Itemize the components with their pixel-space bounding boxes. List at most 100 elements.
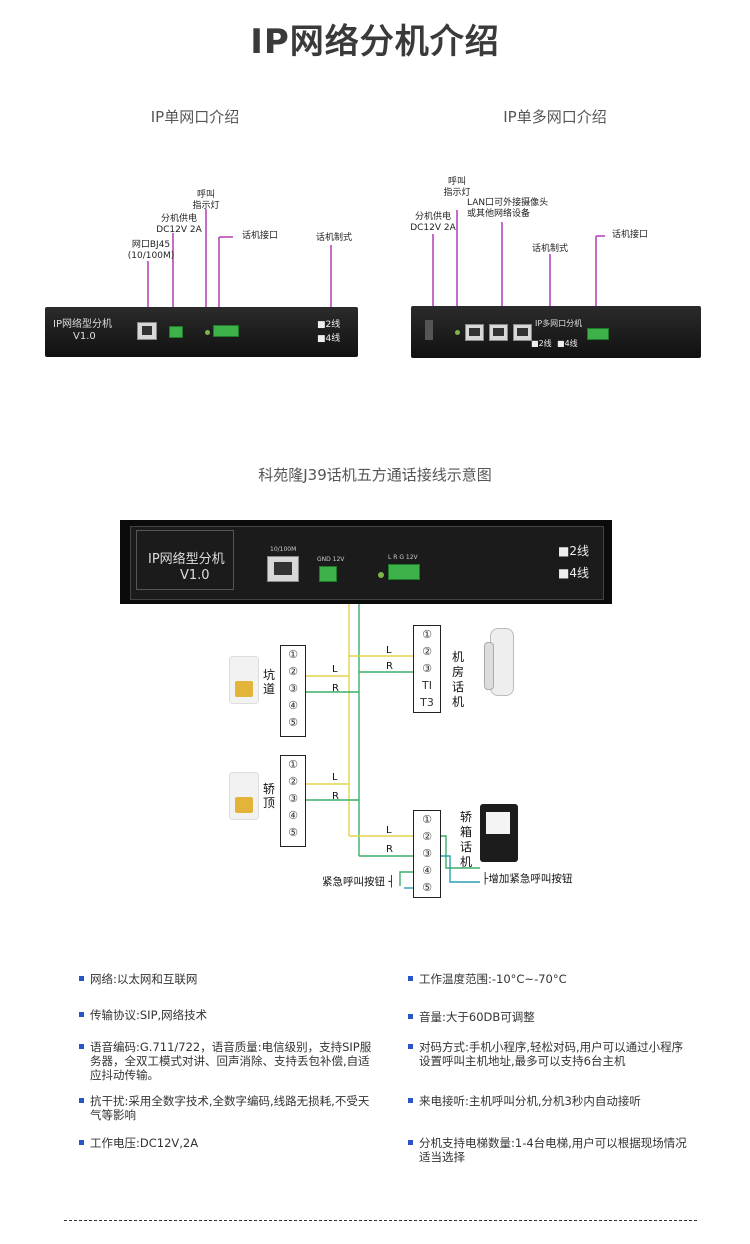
multi-phone-port-label: 话机接口 bbox=[611, 230, 648, 240]
multi-phone-mode-label: 话机制式 bbox=[531, 244, 568, 254]
lan-label: LAN口可外接摄像头 或其他网络设备 bbox=[467, 198, 549, 219]
feature-temperature: 工作温度范围:-10°C~-70°C bbox=[408, 972, 689, 986]
feature-anti-interference: 抗干扰:采用全数字技术,全数字编码,线路无损耗,不受天气等影响 bbox=[79, 1094, 380, 1122]
multi-phone-terminal bbox=[587, 328, 609, 340]
multi-power-socket bbox=[425, 320, 433, 340]
wiring-device-name: IP网络型分机 bbox=[148, 552, 225, 567]
single-port-figure: 网口BJ45 (10/100M) 分机供电 DC12V 2A 呼叫 指示灯 话机… bbox=[43, 185, 363, 365]
multi-mode-2-label: 2线 bbox=[538, 339, 552, 348]
call-led-label: 呼叫 指示灯 bbox=[192, 190, 220, 211]
multi-mode-4-label: 4线 bbox=[564, 339, 578, 348]
wiring-phone-terminal bbox=[388, 564, 420, 580]
car-label: 轿顶 bbox=[263, 782, 276, 810]
wiring-power-label: GND 12V bbox=[317, 556, 345, 563]
multi-mode-2-switch[interactable]: ■2线 bbox=[531, 339, 552, 348]
emergency-button-left: 紧急呼叫按钮 ┤ bbox=[322, 876, 395, 888]
wiring-line-label: L R G 12V bbox=[388, 554, 418, 561]
mode-4-label: 4线 bbox=[325, 334, 341, 344]
wiring-rj45-port bbox=[267, 556, 299, 582]
feature-network: 网络:以太网和互联网 bbox=[79, 972, 380, 986]
room-phone-icon bbox=[484, 628, 514, 710]
emergency-button-right-label: 增加紧急呼叫按钮 bbox=[488, 873, 573, 885]
room-terminal-block: ① ② ③ TI T3 bbox=[413, 625, 441, 713]
cabin-pin-3: ③ bbox=[422, 847, 432, 860]
car-terminal-block: ① ② ③ ④ ⑤ bbox=[280, 755, 306, 847]
car-l-label: L bbox=[332, 772, 338, 783]
cabin-phone-label: 轿箱话机 bbox=[460, 810, 473, 869]
mode-2-label: 2线 bbox=[325, 320, 341, 330]
lan-port-1 bbox=[465, 324, 484, 341]
wiring-mode-2-label: 2线 bbox=[569, 544, 589, 558]
feature-voltage: 工作电压:DC12V,2A bbox=[79, 1136, 380, 1150]
feature-pairing: 对码方式:手机小程序,轻松对码,用户可以通过小程序设置呼叫主机地址,最多可以支持… bbox=[408, 1040, 689, 1068]
phone-mode-label: 话机制式 bbox=[315, 233, 352, 243]
multi-call-led bbox=[455, 330, 460, 335]
rj45-label: 网口BJ45 (10/100M) bbox=[127, 240, 175, 261]
car-intercom-icon bbox=[229, 772, 259, 820]
multi-mode-4-switch[interactable]: ■4线 bbox=[557, 339, 578, 348]
cabin-pin-1: ① bbox=[422, 813, 432, 826]
car-r-label: R bbox=[332, 791, 339, 802]
pit-r-label: R bbox=[332, 683, 339, 694]
single-port-device: IP网络型分机 V1.0 ■2线 ■4线 bbox=[45, 307, 358, 357]
car-pin-1: ① bbox=[288, 758, 298, 771]
multi-device-name: IP多网口分机 bbox=[535, 319, 583, 328]
room-pin-3: ③ bbox=[422, 662, 432, 675]
wiring-subtitle: 科苑隆J39话机五方通话接线示意图 bbox=[258, 466, 492, 484]
emergency-button-right: ├增加紧急呼叫按钮 bbox=[482, 873, 573, 885]
room-pin-t3: T3 bbox=[420, 696, 434, 709]
multi-port-device: IP多网口分机 ■2线 ■4线 bbox=[411, 306, 701, 358]
pit-pin-3: ③ bbox=[288, 682, 298, 695]
wiring-mode-4-label: 4线 bbox=[569, 566, 589, 580]
feature-answer: 来电接听:主机呼叫分机,分机3秒内自动接听 bbox=[408, 1094, 689, 1108]
phone-port-label: 话机接口 bbox=[241, 231, 278, 241]
pit-intercom-icon bbox=[229, 656, 259, 704]
cabin-pin-4: ④ bbox=[422, 864, 432, 877]
wiring-mode-2-switch[interactable]: ■2线 bbox=[558, 544, 589, 558]
car-pin-4: ④ bbox=[288, 809, 298, 822]
room-pin-ti: TI bbox=[422, 679, 432, 692]
feature-volume: 音量:大于60DB可调整 bbox=[408, 1010, 689, 1024]
cabin-terminal-block: ① ② ③ ④ ⑤ bbox=[413, 810, 441, 898]
wiring-device: IP网络型分机 V1.0 10/100M GND 12V L R G 12V ■… bbox=[120, 520, 612, 604]
room-l-label: L bbox=[386, 645, 392, 656]
cabin-r-label: R bbox=[386, 844, 393, 855]
rj45-port bbox=[137, 322, 157, 340]
multi-power-label: 分机供电 DC12V 2A bbox=[410, 212, 456, 233]
pit-label: 坑道 bbox=[263, 668, 276, 696]
wiring-device-plate bbox=[136, 530, 234, 590]
multi-port-subtitle: IP单多网口介绍 bbox=[503, 108, 607, 126]
single-port-subtitle: IP单网口介绍 bbox=[150, 108, 240, 126]
pit-terminal-block: ① ② ③ ④ ⑤ bbox=[280, 645, 306, 737]
cabin-pin-5: ⑤ bbox=[422, 881, 432, 894]
device-name: IP网络型分机 bbox=[53, 319, 112, 330]
wiring-call-led bbox=[378, 572, 384, 578]
bottom-divider bbox=[64, 1220, 697, 1221]
room-pin-2: ② bbox=[422, 645, 432, 658]
cabin-pin-2: ② bbox=[422, 830, 432, 843]
emergency-button-left-label: 紧急呼叫按钮 bbox=[322, 876, 385, 888]
power-terminal bbox=[169, 326, 183, 338]
wiring-mode-4-switch[interactable]: ■4线 bbox=[558, 566, 589, 580]
mode-4-switch[interactable]: ■4线 bbox=[317, 334, 341, 344]
pit-pin-5: ⑤ bbox=[288, 716, 298, 729]
wiring-port-label: 10/100M bbox=[270, 546, 297, 553]
feature-voice-codec: 语音编码:G.711/722，语音质量:电信级别，支持SIP服务器，全双工模式对… bbox=[79, 1040, 380, 1082]
phone-terminal bbox=[213, 325, 239, 337]
lan-port-2 bbox=[489, 324, 508, 341]
cabin-phone-icon bbox=[480, 804, 518, 862]
car-pin-2: ② bbox=[288, 775, 298, 788]
page-title: IP网络分机介绍 bbox=[250, 22, 500, 62]
pit-l-label: L bbox=[332, 664, 338, 675]
pit-pin-1: ① bbox=[288, 648, 298, 661]
mode-2-switch[interactable]: ■2线 bbox=[317, 320, 341, 330]
power-label: 分机供电 DC12V 2A bbox=[156, 214, 202, 235]
cabin-l-label: L bbox=[386, 825, 392, 836]
multi-call-led-label: 呼叫 指示灯 bbox=[443, 177, 471, 198]
device-version: V1.0 bbox=[73, 331, 96, 342]
wiring-device-version: V1.0 bbox=[180, 568, 210, 583]
wiring-lines bbox=[306, 604, 480, 889]
multi-port-figure: 分机供电 DC12V 2A 呼叫 指示灯 LAN口可外接摄像头 或其他网络设备 … bbox=[405, 170, 705, 365]
room-pin-1: ① bbox=[422, 628, 432, 641]
call-led bbox=[205, 330, 210, 335]
